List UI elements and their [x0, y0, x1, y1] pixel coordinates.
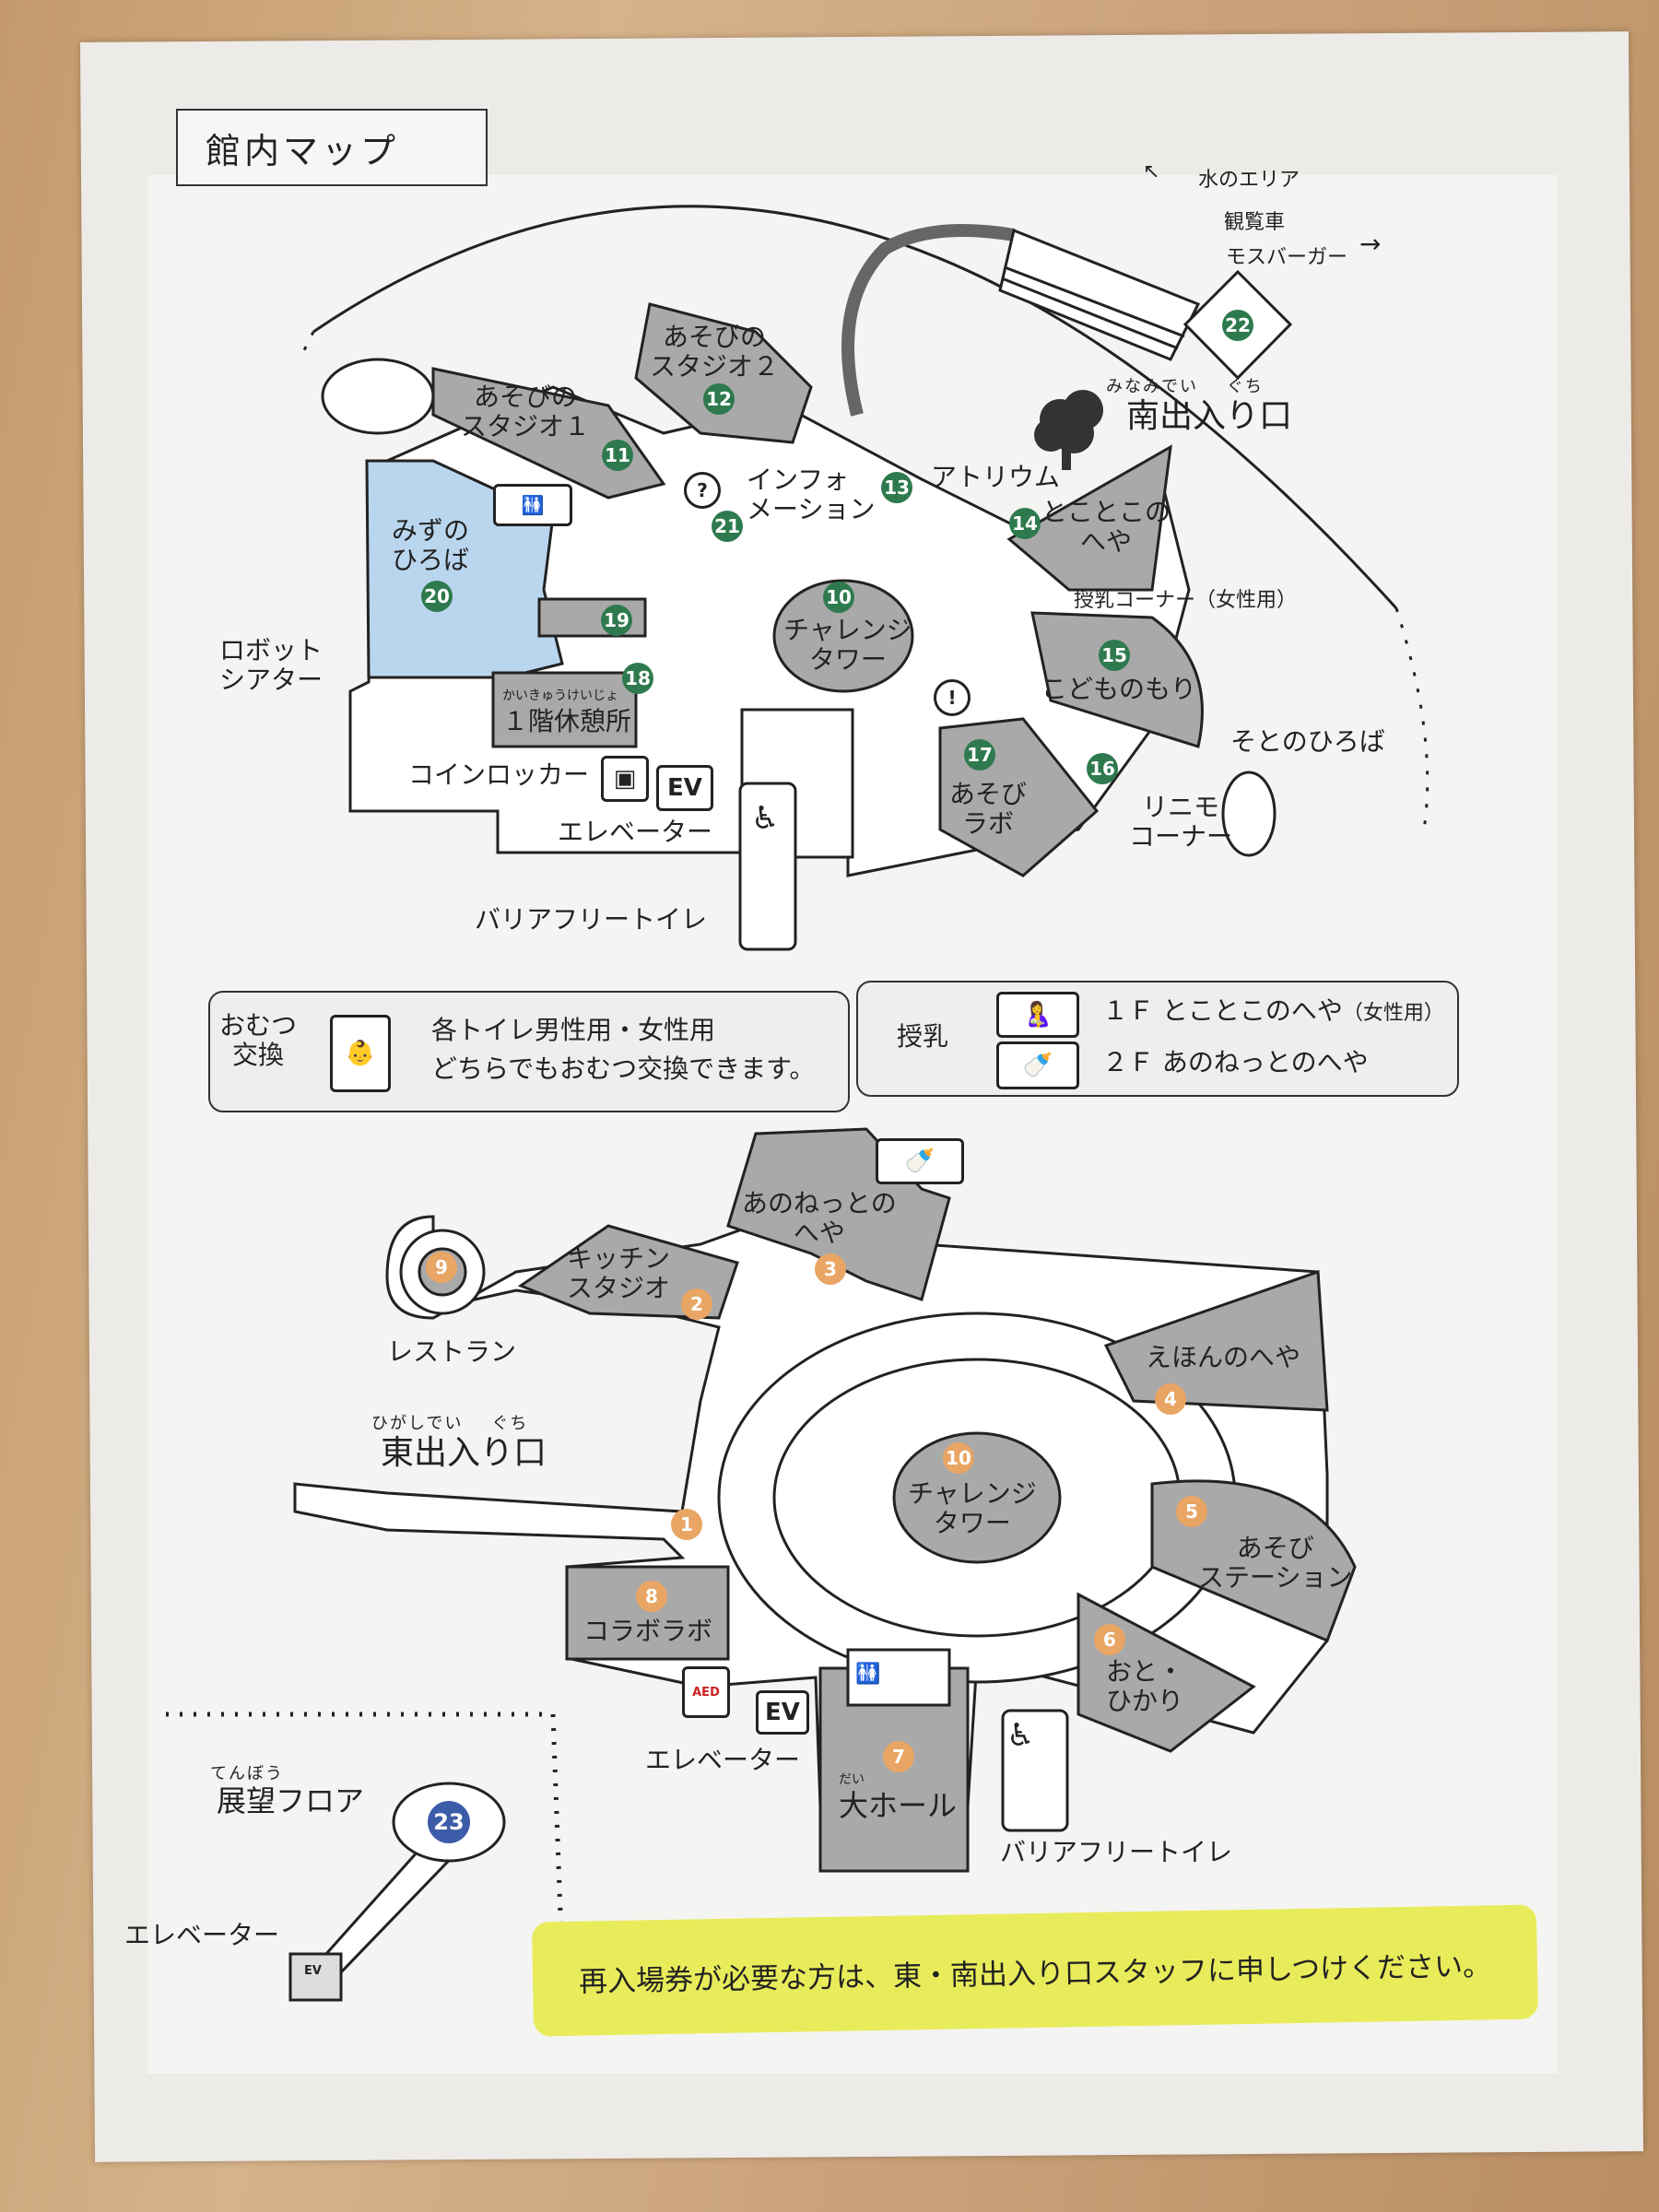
diaper-legend: おむつ 交換 👶 各トイレ男性用・女性用 どちらでもおむつ交換できます。 — [208, 991, 850, 1112]
mizu-hiroba-label[interactable]: みずの ひろば — [392, 515, 470, 576]
badge-8[interactable]: 8 — [636, 1581, 667, 1612]
wheelchair-icon: ♿ — [751, 800, 780, 837]
mos-burger-direction: モスバーガー — [1226, 246, 1348, 269]
challenge-tower-floor1-label[interactable]: チャレンジ タワー — [783, 615, 912, 676]
tokotoko-label[interactable]: とことこの へや — [1041, 497, 1171, 558]
baby-bottle-icon: 🍼 — [996, 1041, 1079, 1089]
badge-22[interactable]: 22 — [1222, 310, 1253, 341]
ev-floor2-icon[interactable]: EV — [756, 1690, 809, 1735]
robot-theater-label[interactable]: ロボット シアター — [219, 635, 324, 696]
badge-13[interactable]: 13 — [881, 472, 912, 503]
diaper-legend-line2: どちらでもおむつ交換できます。 — [431, 1053, 816, 1084]
south-entrance-label[interactable]: 南出入り口 — [1126, 397, 1293, 435]
badge-6[interactable]: 6 — [1094, 1624, 1125, 1655]
badge-2[interactable]: 2 — [681, 1288, 712, 1320]
kitchen-label[interactable]: キッチン スタジオ — [567, 1243, 671, 1304]
stairs — [998, 228, 1201, 361]
studio2-label[interactable]: あそびの スタジオ２ — [650, 322, 780, 382]
badge-1[interactable]: 1 — [671, 1509, 702, 1540]
collabo-label[interactable]: コラボラボ — [583, 1616, 713, 1646]
badge-10-floor1[interactable]: 10 — [823, 582, 854, 613]
toilet-floor2-icon: 🚻 — [855, 1663, 881, 1686]
barrier-free-toilet-block — [738, 782, 797, 951]
arrow-right-icon: → — [1359, 229, 1382, 259]
badge-3[interactable]: 3 — [815, 1253, 846, 1285]
badge-9[interactable]: 9 — [426, 1252, 457, 1283]
badge-11[interactable]: 11 — [602, 440, 633, 471]
badge-10-floor2[interactable]: 10 — [943, 1442, 974, 1474]
nursing-legend-line1: １Ｆ とことこのへや（女性用） — [1102, 995, 1444, 1026]
aed-label: AED — [692, 1685, 720, 1700]
badge-5[interactable]: 5 — [1176, 1496, 1207, 1527]
ev-floor1-icon[interactable]: EV — [656, 765, 713, 811]
linimo-label[interactable]: リニモ コーナー — [1129, 792, 1233, 853]
toilet-icon: 🚻 — [493, 484, 572, 526]
asobi-station-label[interactable]: あそび ステーション — [1198, 1533, 1353, 1594]
kodomo-mori-label[interactable]: こどものもり — [1041, 674, 1197, 704]
oto-hikari-label[interactable]: おと・ ひかり — [1106, 1656, 1184, 1717]
baby-changing-icon: 👶 — [330, 1015, 391, 1092]
walkway — [841, 224, 1016, 417]
badge-19[interactable]: 19 — [601, 605, 632, 636]
anonetto-label[interactable]: あのねっとの へや — [742, 1188, 897, 1249]
observation-elevator-label: エレベーター — [124, 1920, 280, 1950]
wheelchair-floor2-icon: ♿ — [1006, 1717, 1035, 1754]
aed-icon: AED — [682, 1666, 730, 1718]
diaper-legend-title: おむつ 交換 — [219, 1010, 298, 1071]
badge-18[interactable]: 18 — [622, 663, 653, 694]
badge-20[interactable]: 20 — [421, 581, 453, 612]
hall-label[interactable]: 大ホール — [839, 1788, 958, 1823]
observation-label[interactable]: 展望フロア — [217, 1783, 365, 1818]
elevator-floor1-label: エレベーター — [558, 817, 713, 847]
asobi-lab-label[interactable]: あそび ラボ — [949, 779, 1028, 840]
challenge-tower-floor2-label[interactable]: チャレンジ タワー — [908, 1478, 1037, 1539]
rest-area-ruby: かいきゅうけいじょ — [502, 688, 618, 703]
observation-boundary — [166, 1712, 565, 1964]
atrium-label[interactable]: アトリウム — [931, 462, 1061, 492]
exclamation-icon: ! — [934, 679, 971, 716]
arrow-up-left-icon: ↖ — [1143, 160, 1160, 183]
studio1-label[interactable]: あそびの スタジオ１ — [461, 382, 591, 442]
diaper-legend-line1: 各トイレ男性用・女性用 — [431, 1015, 716, 1045]
badge-21[interactable]: 21 — [712, 511, 743, 542]
soto-hiroba-label[interactable]: そとのひろば — [1230, 726, 1385, 757]
ehon-label[interactable]: えほんのへや — [1146, 1342, 1301, 1372]
badge-7[interactable]: 7 — [883, 1741, 914, 1772]
badge-12[interactable]: 12 — [703, 383, 735, 415]
barrier-free-floor2-label: バリアフリートイレ — [1000, 1837, 1233, 1867]
barrier-free-floor1-label: バリアフリートイレ — [475, 904, 708, 935]
east-entrance-ruby: ひがしでい ぐち — [371, 1414, 529, 1433]
hall-ruby: だい — [839, 1772, 865, 1787]
nursing-corner-label: 授乳コーナー（女性用） — [1074, 589, 1298, 612]
nursing-legend-title: 授乳 — [897, 1021, 949, 1052]
badge-4[interactable]: 4 — [1155, 1383, 1186, 1415]
locker-icon: ▣ — [601, 756, 649, 802]
east-entrance-label[interactable]: 東出入り口 — [381, 1434, 547, 1472]
reentry-notice: 再入場券が必要な方は、東・南出入り口スタッフに申しつけください。 — [532, 1904, 1538, 2037]
elevator-floor2-label: エレベーター — [645, 1745, 801, 1775]
coin-locker-label: コインロッカー — [408, 759, 590, 790]
badge-15[interactable]: 15 — [1099, 640, 1130, 671]
tree-icon — [1034, 390, 1103, 470]
restaurant-label[interactable]: レストラン — [387, 1336, 517, 1367]
information-label[interactable]: インフォ メーション — [747, 465, 876, 525]
badge-17[interactable]: 17 — [964, 739, 995, 771]
observation-ruby: てんぼう — [210, 1764, 284, 1783]
nursing-bottle-icon: 🍼 — [876, 1138, 964, 1184]
nursing-legend: 授乳 🤱 🍼 １Ｆ とことこのへや（女性用） ２Ｆ あのねっとのへや — [856, 981, 1459, 1097]
question-icon: ? — [684, 472, 721, 509]
nursing-mother-icon: 🤱 — [996, 992, 1079, 1038]
site-boundary-arc — [312, 205, 1398, 610]
badge-16[interactable]: 16 — [1087, 753, 1118, 784]
water-area-direction: 水のエリア — [1198, 169, 1300, 192]
south-entrance-ruby: みなみでい ぐち — [1106, 377, 1264, 396]
nursing-legend-line2: ２Ｆ あのねっとのへや — [1102, 1047, 1369, 1077]
badge-14[interactable]: 14 — [1009, 508, 1041, 539]
badge-23[interactable]: 23 — [428, 1801, 470, 1843]
floor1-rooms — [431, 302, 1204, 877]
rest-area-label[interactable]: １階休憩所 — [502, 706, 632, 736]
ferris-wheel-direction: 観覧車 — [1224, 211, 1286, 234]
map-title: 館内マップ — [176, 109, 488, 186]
observation-ev-icon[interactable]: EV — [304, 1964, 322, 1978]
